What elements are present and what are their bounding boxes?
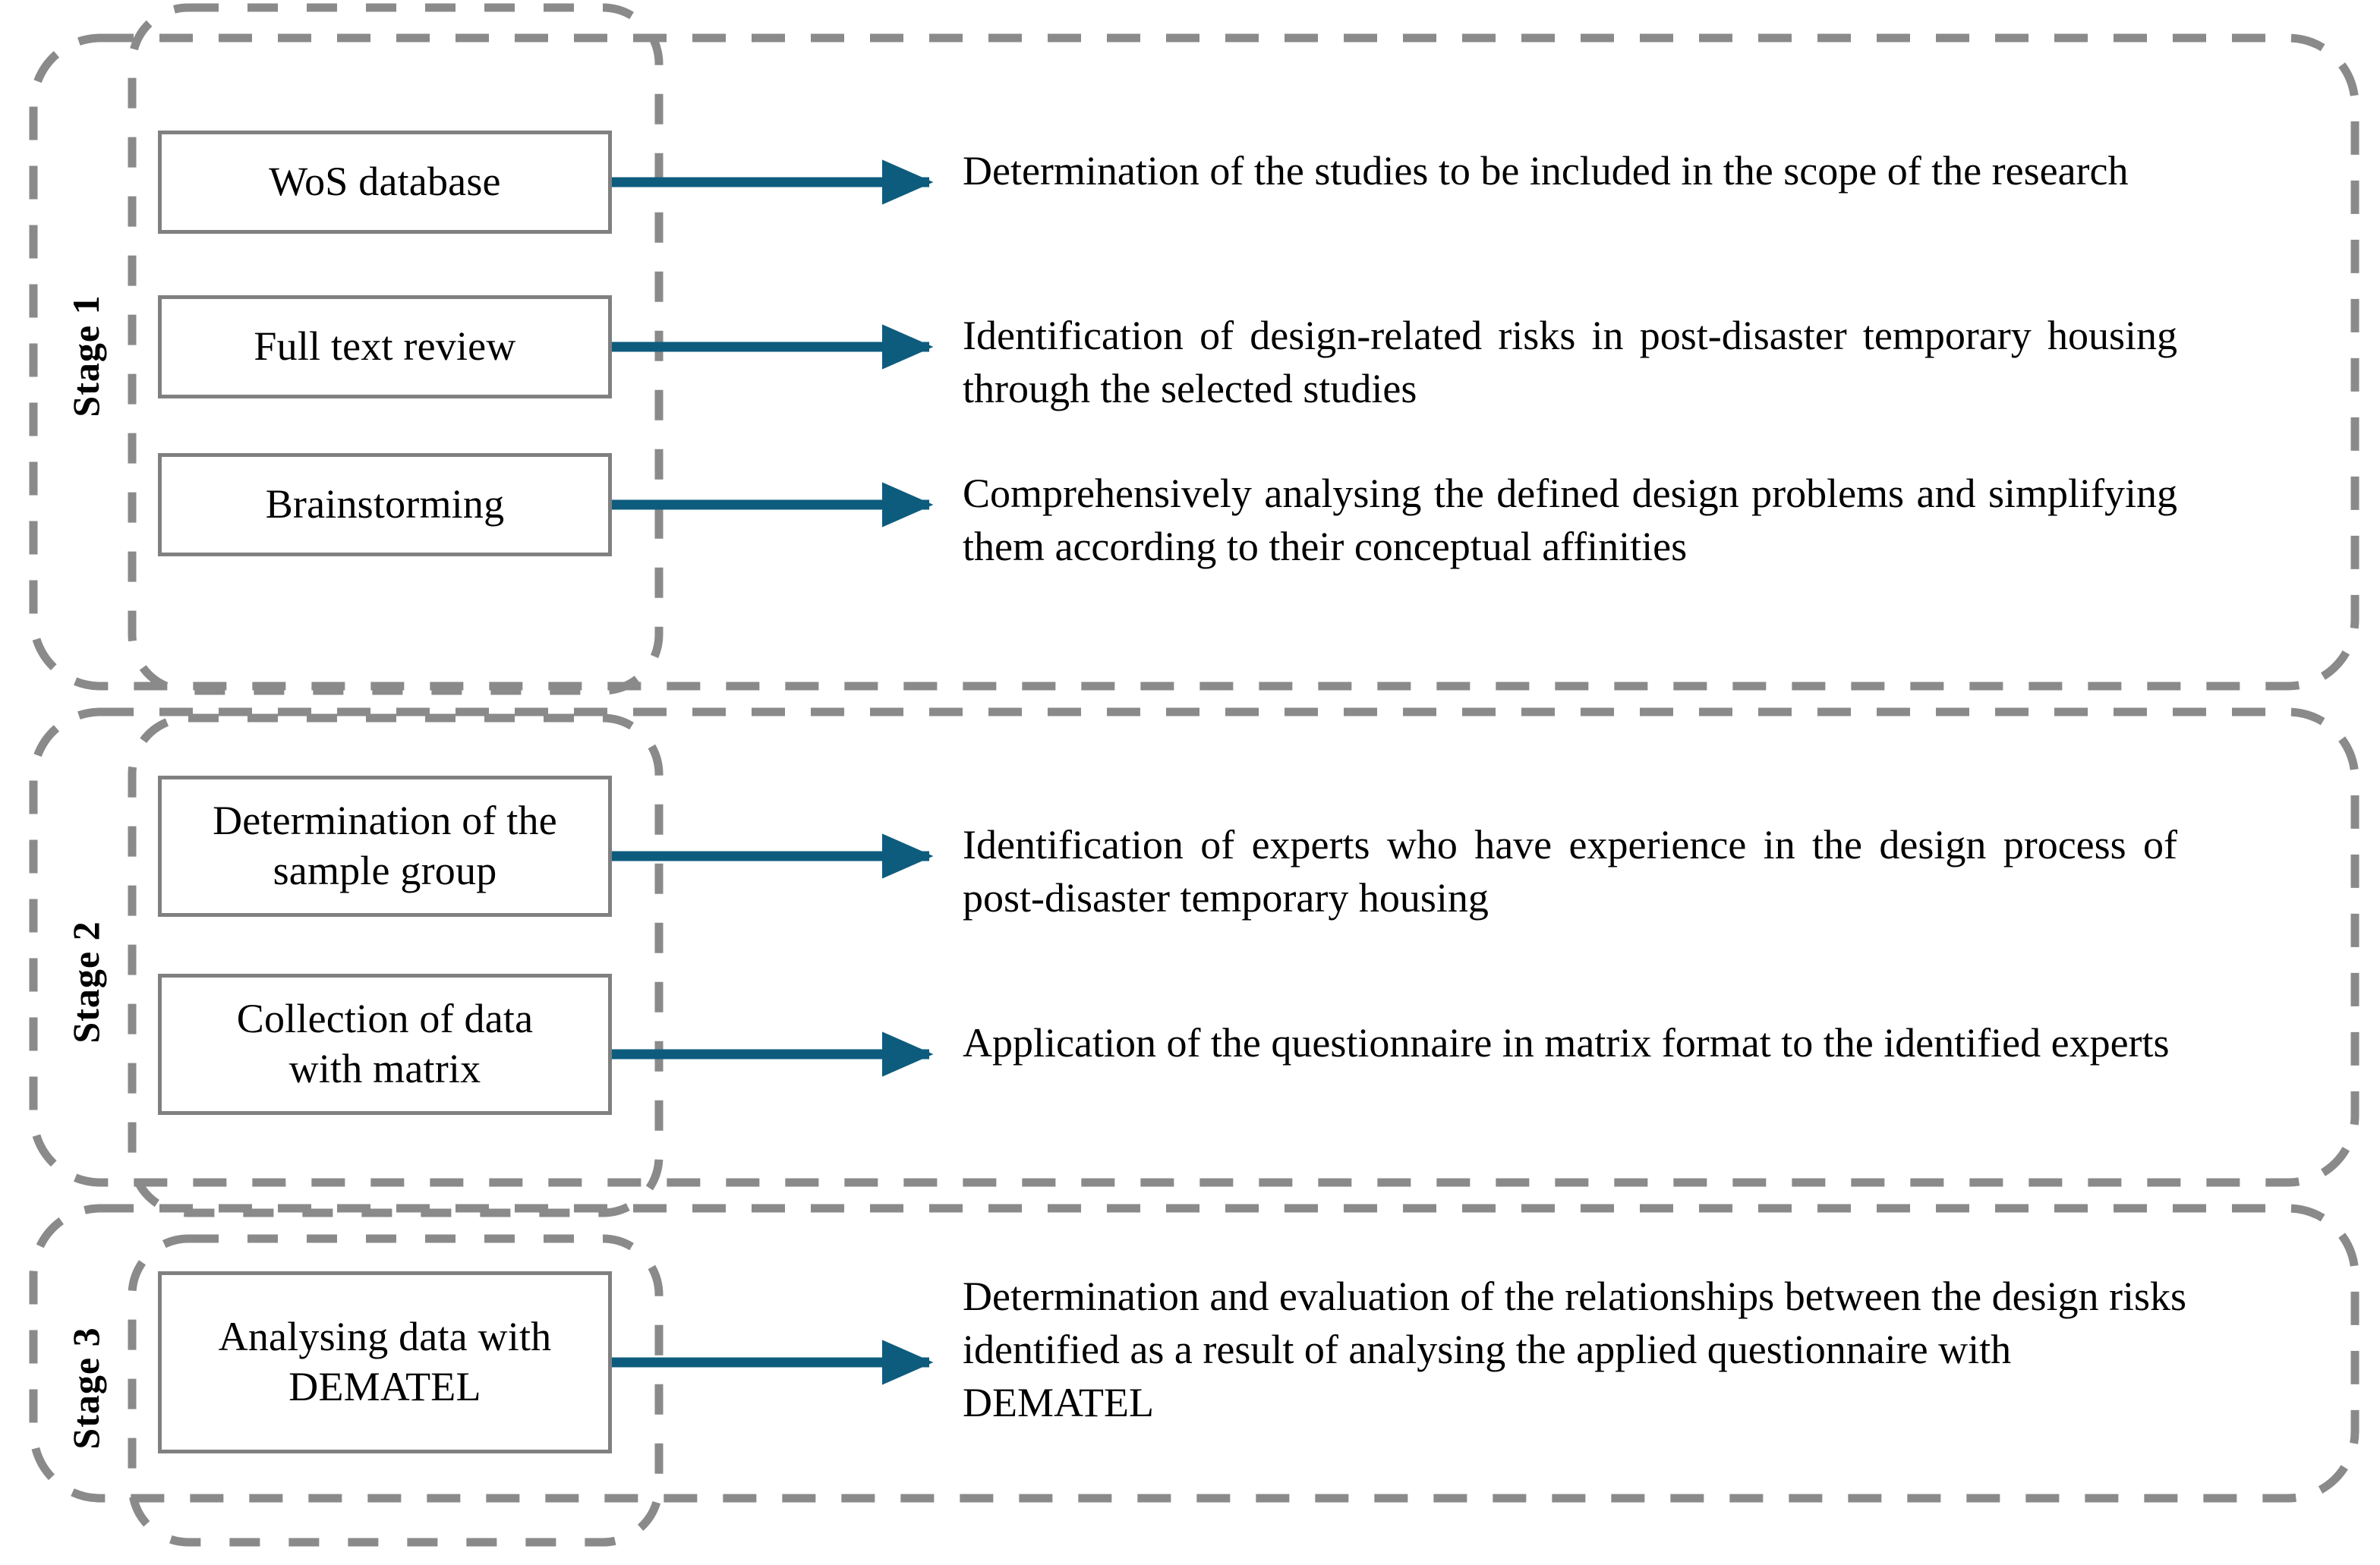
stage-label-3: Stage 3 <box>65 1327 107 1450</box>
process-box-label: Brainstorming <box>265 481 505 527</box>
description-collection-of-data-with-matrix: Application of the questionnaire in matr… <box>963 1020 2170 1066</box>
description-full-text-review: Identification of design-related risks i… <box>963 313 2177 412</box>
process-box-wos-database[interactable]: WoS database <box>158 131 612 234</box>
process-box-label: WoS database <box>269 159 501 205</box>
process-box-label-line-2: DEMATEL <box>288 1364 481 1409</box>
process-box-label-line-2: with matrix <box>288 1046 481 1091</box>
process-box-analysing-data-with-dematel[interactable]: Analysing data with DEMATEL <box>158 1271 612 1453</box>
description-wos-database: Determination of the studies to be inclu… <box>963 148 2129 194</box>
process-box-label-line-2: sample group <box>273 848 497 893</box>
process-box-full-text-review[interactable]: Full text review <box>158 295 612 398</box>
process-box-label-line-1: Analysing data with <box>218 1314 552 1360</box>
stage-label-1: Stage 1 <box>65 294 107 417</box>
stage-label-2: Stage 2 <box>65 921 107 1044</box>
process-box-brainstorming[interactable]: Brainstorming <box>158 453 612 556</box>
description-brainstorming: Comprehensively analysing the defined de… <box>963 471 2177 570</box>
description-analysing-data-with-dematel: Determination and evaluation of the rela… <box>963 1274 2187 1426</box>
process-box-label-line-1: Collection of data <box>236 996 534 1042</box>
process-box-label: Full text review <box>254 323 516 370</box>
process-box-determination-of-sample-group[interactable]: Determination of the sample group <box>158 776 612 917</box>
process-box-collection-of-data-with-matrix[interactable]: Collection of data with matrix <box>158 974 612 1115</box>
description-determination-of-sample-group: Identification of experts who have exper… <box>963 822 2177 921</box>
process-box-label-line-1: Determination of the <box>213 798 557 844</box>
